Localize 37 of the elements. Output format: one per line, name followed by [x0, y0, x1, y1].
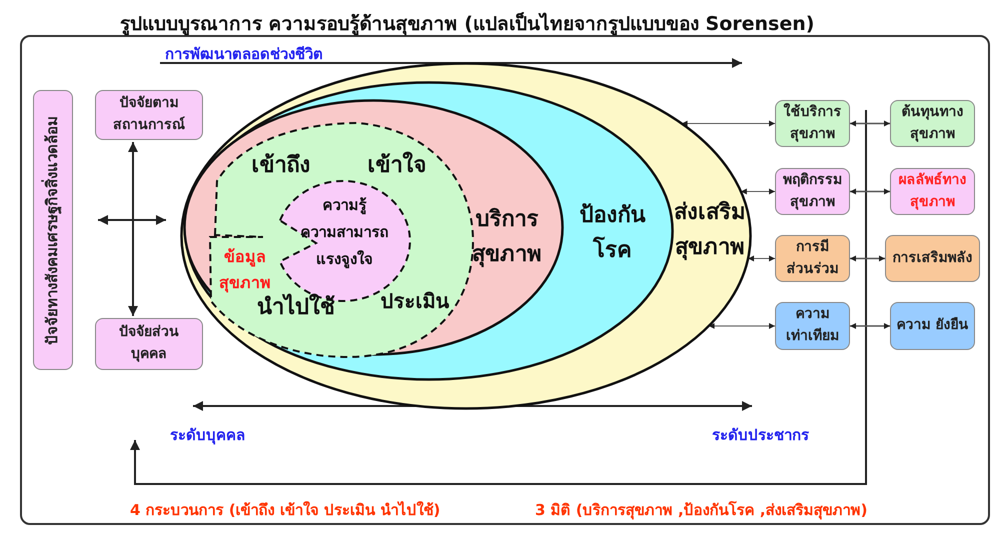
- factor-box: พฤติกรรม สุขภาพ: [775, 168, 850, 215]
- region-label: นำไปใช้: [256, 292, 336, 322]
- region-label: บริการ สุขภาพ: [471, 206, 543, 270]
- title: รูปแบบบูรณาการ ความรอบรู้ด้านสุขภาพ (แปลเป็นไทยจากรูปแบบของ Sorensen): [120, 11, 814, 38]
- factor-box: ผลลัพธ์ทาง สุขภาพ: [890, 168, 975, 215]
- double-arrow: [850, 256, 885, 262]
- factor-box: ต้นทุนทาง สุขภาพ: [890, 100, 975, 147]
- region-label: ข้อมูล สุขภาพ: [218, 246, 272, 294]
- region-label: ความรู้: [322, 195, 368, 216]
- double-arrow: [740, 188, 776, 194]
- factor-box: ปัจจัยส่วน บุคคล: [95, 318, 203, 370]
- region-label: ความสามารถ: [300, 222, 390, 243]
- factor-box: การมี ส่วนร่วม: [775, 235, 850, 282]
- note: 3 มิติ (บริการสุขภาพ ,ป้องกันโรค ,ส่งเสริมสุขภาพ): [535, 500, 868, 522]
- double-arrow: [708, 323, 776, 329]
- axis-label: ระดับประชากร: [712, 425, 809, 446]
- note: 4 กระบวนการ (เข้าถึง เข้าใจ ประเมิน นำไปใช้): [130, 500, 440, 521]
- double-arrow: [850, 120, 890, 126]
- double-arrow: [128, 142, 138, 316]
- double-arrow: [850, 188, 890, 194]
- double-arrow: [850, 323, 890, 329]
- factor-box: ปัจจัยตาม สถานการณ์: [95, 90, 203, 140]
- factor-bar: ปัจจัยทางสังคมเศรษฐกิจสิ่งแวดล้อม: [33, 90, 73, 370]
- double-arrow: [681, 120, 776, 126]
- region-label: แรงจูงใจ: [315, 249, 374, 270]
- axis-label: การพัฒนาตลอดช่วงชีวิต: [165, 44, 323, 65]
- region-label: ส่งเสริม สุขภาพ: [673, 199, 747, 262]
- factor-box: ใช้บริการ สุขภาพ: [775, 100, 850, 147]
- axis-label: ระดับบุคคล: [170, 425, 245, 446]
- region-label: ป้องกัน โรค: [578, 202, 646, 266]
- double-arrow: [748, 256, 776, 262]
- factor-box: ความ เท่าเทียม: [775, 302, 850, 350]
- region-label: เข้าใจ: [366, 150, 428, 180]
- factor-box: การเสริมพลัง: [885, 235, 980, 282]
- factor-box: ความ ยังยืน: [890, 302, 975, 350]
- region-label: เข้าถึง: [250, 152, 312, 180]
- region-label: ประเมิน: [380, 288, 450, 315]
